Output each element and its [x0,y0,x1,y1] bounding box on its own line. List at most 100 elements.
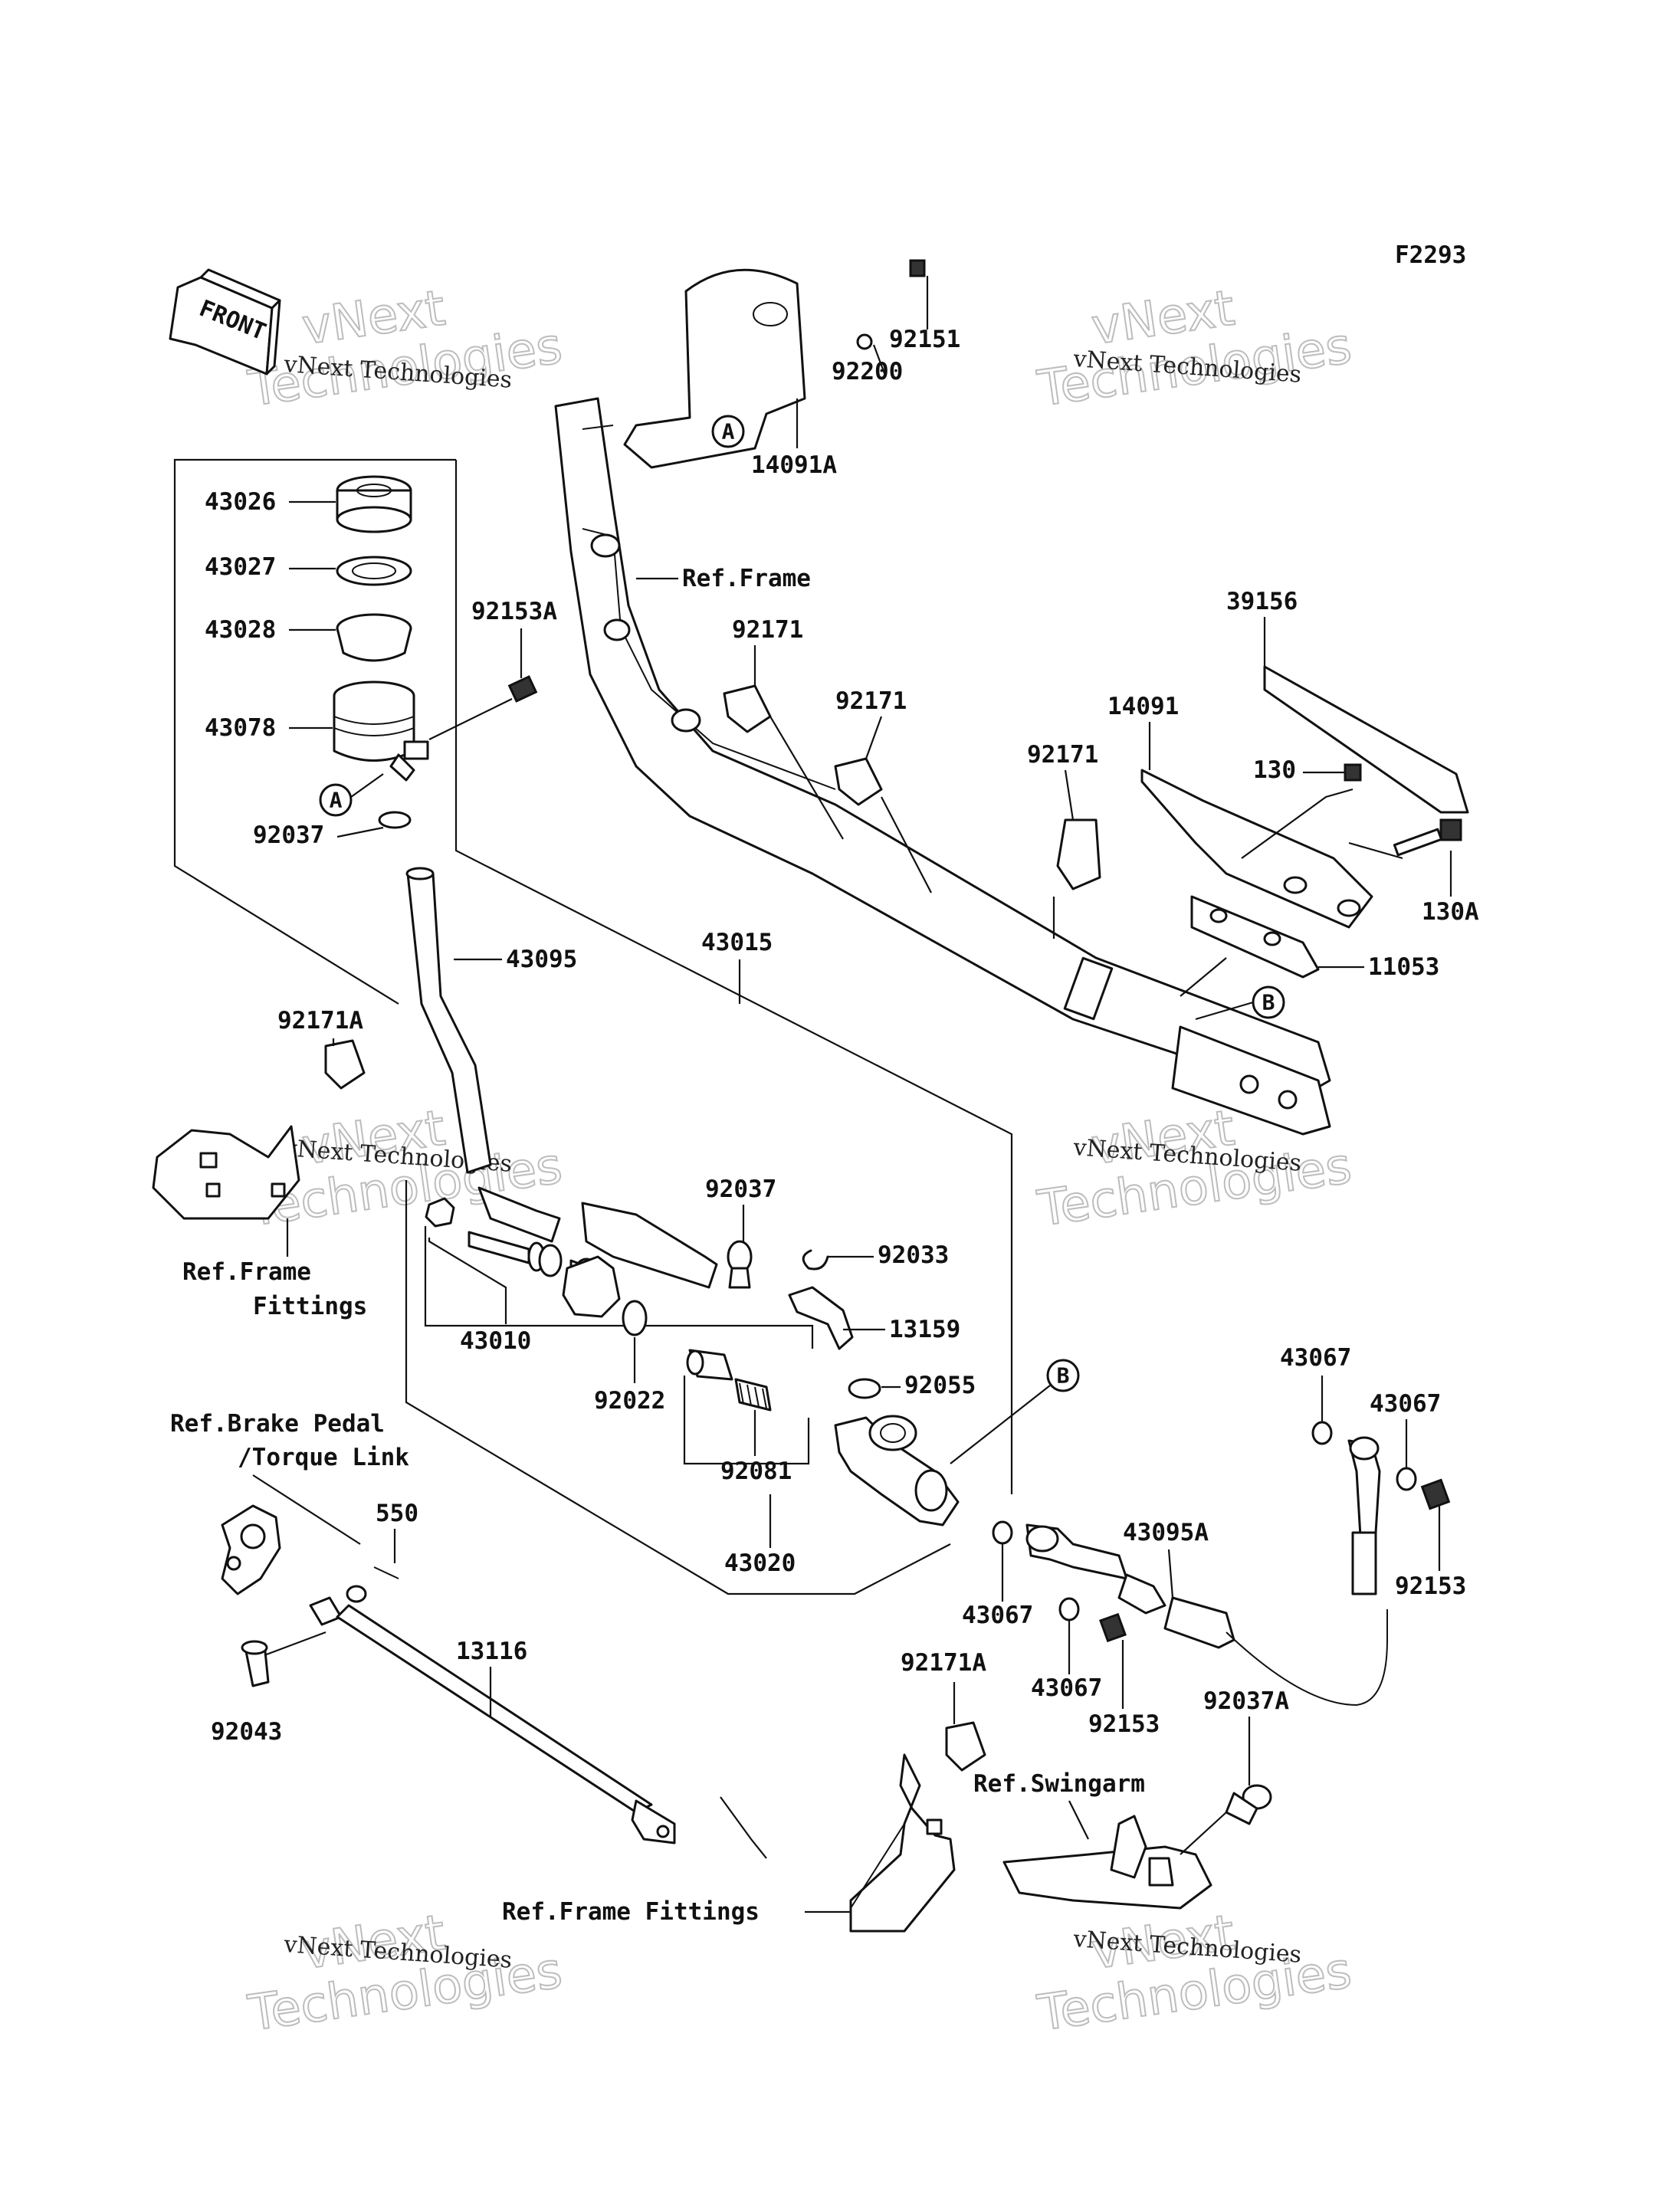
boot [562,1255,621,1318]
clip-92171a-bottom [945,1721,986,1772]
swingarm [1002,1815,1212,1910]
banjo-fitting-upper [1311,1421,1451,1595]
spring-92081 [734,1378,772,1412]
label-92037-mid: 92037 [705,1176,776,1203]
piston [686,1349,733,1381]
label-43028: 43028 [205,616,276,644]
label-92037-top: 92037 [253,821,324,849]
hose-clamp-92037-top [378,811,412,829]
label-39156: 39156 [1226,588,1298,615]
diaphragm-plate [336,556,412,586]
clip-92171a-left [324,1039,366,1090]
label-92153a: 92153A [471,598,557,625]
banjo-fitting-lower [992,1520,1166,1643]
master-cylinder-body [834,1415,960,1526]
label-130a: 130A [1422,898,1479,926]
label-92151: 92151 [889,326,960,353]
clip-92171-1 [723,684,844,840]
oring-92055 [848,1378,881,1399]
circlip-92022 [622,1300,648,1336]
washer [1058,1597,1080,1622]
callout-b-top: B [1252,985,1285,1019]
label-92081: 92081 [720,1458,792,1485]
brake-pedal [221,1504,281,1595]
label-43067-a: 43067 [1280,1344,1351,1372]
label-13116: 13116 [456,1638,527,1665]
cover-14091a [623,259,926,469]
ref-frame-left: Ref.Frame [182,1258,311,1286]
label-92171-1: 92171 [732,616,803,644]
ref-torque-link: /Torque Link [238,1444,409,1471]
svg-text:A: A [722,419,735,444]
label-43026: 43026 [205,488,276,516]
svg-text:B: B [1057,1363,1070,1389]
label-92037a: 92037A [1203,1687,1289,1715]
label-43095: 43095 [506,946,577,973]
kit-bracket-lines [173,458,1013,1595]
washer-92200 [856,333,873,350]
hose-clamp-92037-mid [727,1240,753,1289]
label-92171a-bottom: 92171A [901,1649,986,1677]
callout-b-mid: B [1046,1359,1080,1392]
frame-fitting-bottom [849,1753,956,1933]
reservoir-cap [336,475,412,533]
plate-11053 [1190,895,1320,979]
label-92153-right: 92153 [1395,1572,1466,1600]
clip-92171-2 [834,757,932,894]
label-14091a: 14091A [751,451,837,479]
svg-text:B: B [1262,990,1275,1015]
bracket-14091 [1140,769,1373,929]
pin-550 [346,1566,399,1603]
label-43027: 43027 [205,553,276,581]
ref-swingarm: Ref.Swingarm [973,1770,1145,1798]
label-14091: 14091 [1107,693,1179,720]
figure-code: F2293 [1395,241,1466,269]
label-92043: 92043 [211,1718,282,1746]
ref-frame-label: Ref.Frame [682,565,811,592]
label-92171a-left: 92171A [277,1007,363,1035]
label-92171-2: 92171 [835,687,907,715]
label-130: 130 [1253,756,1296,784]
elbow-13159 [788,1286,854,1350]
label-92055: 92055 [904,1372,976,1399]
bolt-130a [1348,818,1462,860]
label-43067-b: 43067 [1370,1390,1441,1418]
label-92200: 92200 [832,358,903,385]
hose-43095 [405,867,718,1289]
ref-fittings-left: Fittings [253,1293,367,1320]
label-43015: 43015 [701,929,773,956]
label-43095a: 43095A [1123,1519,1209,1546]
front-arrow-icon: FRONT [169,268,281,375]
ref-frame-fittings-bottom: Ref.Frame Fittings [502,1898,760,1926]
frame-fitting-left [152,1125,300,1220]
hose-clamp-92037a [1225,1784,1272,1825]
label-92171-3: 92171 [1027,741,1098,769]
label-43078: 43078 [205,714,276,742]
brake-hose-43095a [1163,1596,1388,1707]
ref-brake-pedal: Ref.Brake Pedal [170,1410,385,1438]
label-43010: 43010 [460,1327,531,1355]
label-92022: 92022 [594,1387,665,1415]
bolt-130 [1241,763,1362,859]
bolt-92151 [909,259,926,277]
label-11053: 11053 [1368,953,1439,981]
circlip-92033 [802,1249,829,1271]
svg-text:A: A [330,788,343,813]
callout-a-left: A [319,783,353,817]
bolt-92153a [428,675,538,740]
label-92153-mid: 92153 [1088,1710,1160,1738]
label-92033: 92033 [878,1241,949,1269]
label-13159: 13159 [889,1316,960,1343]
nut-small [425,1197,455,1228]
reservoir-body [333,680,429,782]
clevis-pin-92043 [241,1640,270,1687]
watermarks: vNext Technologies vNext Technologies vN… [244,280,1355,2044]
label-43020: 43020 [724,1549,796,1577]
label-43067-d: 43067 [1031,1674,1102,1702]
label-550: 550 [376,1500,418,1527]
rod-13116 [309,1596,676,1844]
clip-92171-3 [1052,818,1101,939]
label-43067-c: 43067 [962,1602,1033,1629]
diaphragm [336,613,412,662]
